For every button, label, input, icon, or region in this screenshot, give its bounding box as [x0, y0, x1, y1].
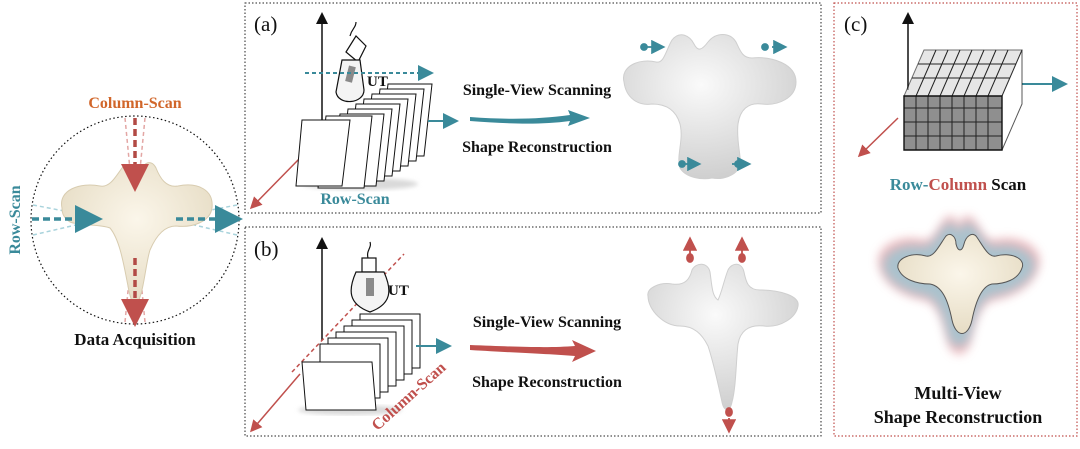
- panel-a-ut-label: UT: [367, 74, 388, 90]
- panel-b-slice-stack: [298, 313, 421, 415]
- panel-b-step2-text: Shape Reconstruction: [472, 374, 622, 391]
- panel-c-border: [833, 2, 1078, 437]
- panel-b-ut-probe: [350, 241, 390, 313]
- panel-a-reconstruction-shape: [623, 34, 797, 180]
- row-scan-label: Row-Scan: [7, 185, 24, 254]
- panel-b-height-markers: [682, 236, 750, 434]
- panel-c-scan-column: Column: [928, 175, 987, 194]
- panel-c-scan-row: Row-: [890, 175, 929, 194]
- panel-c-axis-depth: [857, 117, 899, 158]
- panel-b-reconstruction-shape: [647, 263, 799, 410]
- panel-a-width-markers: [640, 39, 788, 172]
- panel-b-step1-text: Single-View Scanning: [473, 314, 621, 331]
- panel-b-process-arrow: [470, 340, 596, 362]
- panel-a-step1-text: Single-View Scanning: [463, 82, 611, 99]
- panel-a-row-scan-label: Row-Scan: [320, 191, 389, 208]
- vertebra-model: [61, 162, 213, 306]
- panel-a-border: [244, 2, 822, 214]
- panel-c-slice-cube: [903, 49, 1023, 151]
- panel-a-tag: (a): [254, 12, 277, 36]
- data-acquisition-caption: Data Acquisition: [74, 330, 196, 349]
- panel-b-axis-depth: [250, 373, 301, 433]
- panel-b-border: [244, 226, 822, 437]
- panel-a-ut-probe: [335, 21, 367, 103]
- panel-b-tag: (b): [254, 237, 279, 261]
- panel-a-slice-stack: [295, 83, 433, 190]
- panel-c: (c) Ro: [833, 2, 1078, 437]
- panel-c-multiview-reconstruction: [878, 215, 1040, 354]
- panel-a-step2-text: Shape Reconstruction: [462, 139, 612, 156]
- panel-a: (a) UT Row-Scan Single-Vie: [244, 2, 822, 214]
- panel-b-ut-label: UT: [388, 283, 409, 299]
- panel-c-caption-line1: Multi-View: [914, 383, 1001, 403]
- panel-c-tag: (c): [844, 12, 867, 36]
- panel-c-caption-line2: Shape Reconstruction: [874, 407, 1043, 427]
- panel-a-axis-depth: [249, 157, 301, 210]
- data-acquisition-panel: Column-Scan Row-Scan Data Acquisition: [7, 95, 243, 349]
- panel-c-scan-label: Row-Column Scan: [890, 175, 1027, 194]
- panel-a-process-arrow: [470, 110, 590, 126]
- panel-b: (b) UT Column-Scan Single-View Scanning …: [244, 226, 822, 437]
- column-scan-label: Column-Scan: [88, 95, 181, 112]
- panel-c-scan-suffix: Scan: [987, 175, 1027, 194]
